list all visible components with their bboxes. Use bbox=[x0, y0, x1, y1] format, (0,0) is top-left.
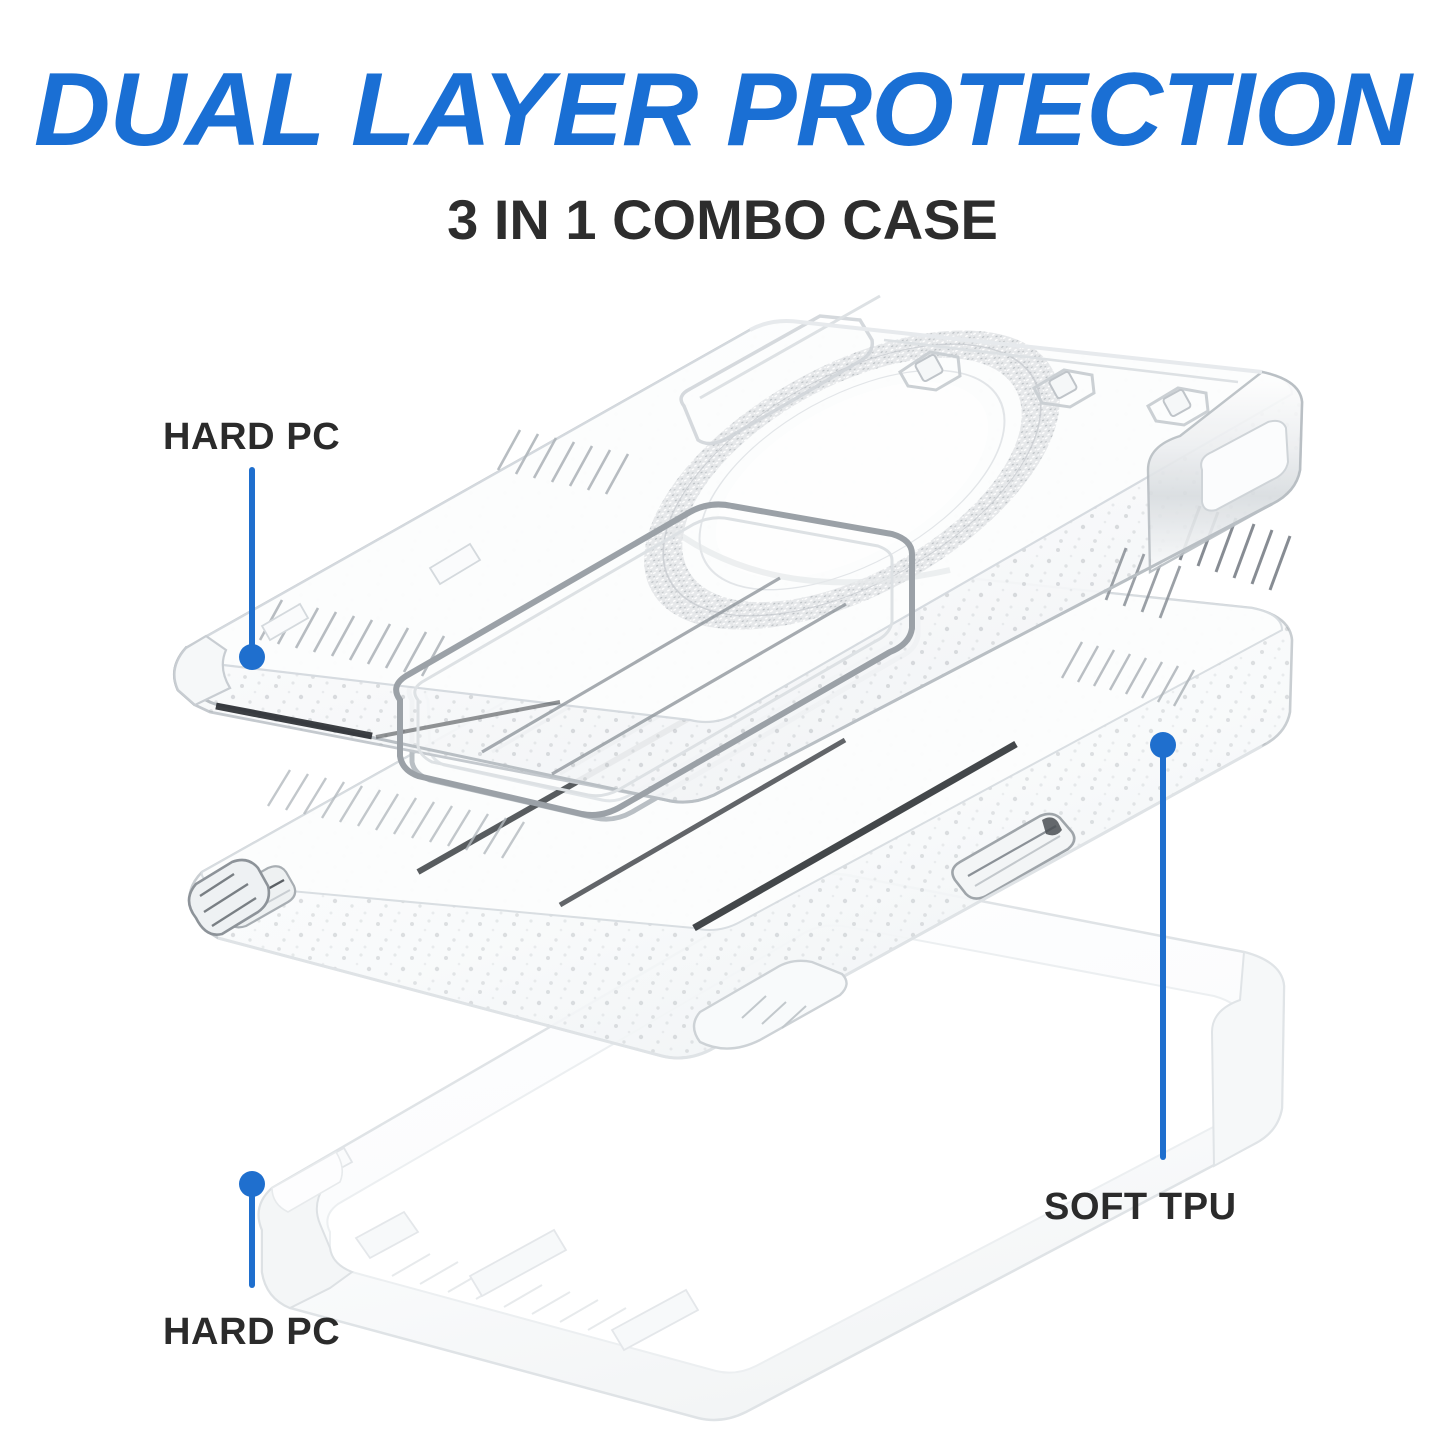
callout-label-hard-pc-top: HARD PC bbox=[163, 416, 341, 458]
callout-label-soft-tpu: SOFT TPU bbox=[1044, 1186, 1237, 1228]
callout-label-hard-pc-bottom: HARD PC bbox=[163, 1311, 341, 1353]
layer-bottom-hard-pc-frame bbox=[257, 872, 1286, 1422]
page-title: DUAL LAYER PROTECTION bbox=[33, 52, 1412, 168]
page-subtitle: 3 IN 1 COMBO CASE bbox=[447, 188, 998, 251]
